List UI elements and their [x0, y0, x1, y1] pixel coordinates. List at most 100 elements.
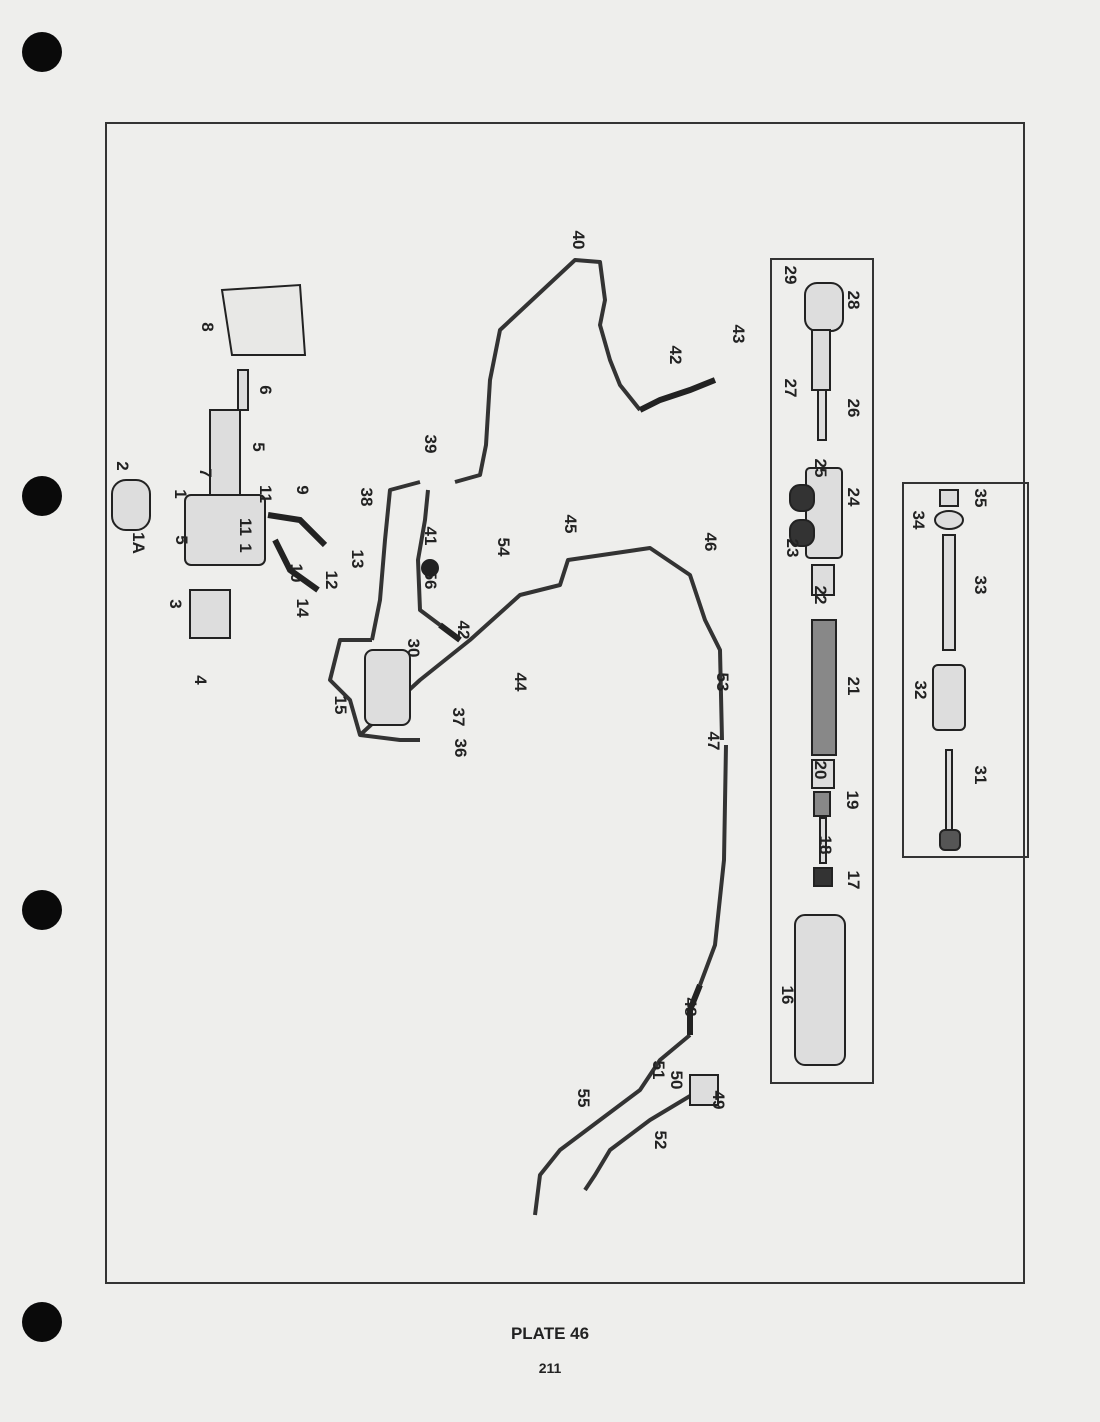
callout-label: 10 [287, 563, 306, 583]
callout-label: 31 [971, 765, 990, 785]
callout-label: 22 [811, 585, 830, 605]
callout-label: 28 [844, 290, 863, 310]
pipe-47 [698, 744, 728, 986]
components [111, 282, 966, 1106]
body-16 [794, 914, 846, 1066]
tee-49 [689, 1074, 719, 1106]
diagram-frame [105, 122, 1025, 1284]
punch-hole [22, 890, 62, 930]
callout-label: 17 [844, 870, 863, 890]
callout-label: 7 [196, 468, 215, 478]
callout-label: 50 [667, 1070, 686, 1090]
callout-label: 30 [404, 638, 423, 658]
callout-label: 15 [331, 695, 350, 715]
pipe-52 [583, 1088, 702, 1192]
callout-label: 32 [911, 680, 930, 700]
callout-label: 43 [729, 324, 748, 344]
callout-label: 42 [454, 620, 473, 640]
flexible-hoses [267, 377, 717, 1035]
callout-label: 21 [844, 676, 863, 696]
callout-label: 46 [701, 532, 720, 552]
page-number: 211 [538, 1360, 562, 1376]
callout-label: 14 [293, 598, 312, 618]
callout-label: 23 [783, 538, 802, 558]
panel-8 [220, 283, 307, 356]
pipe-51 [533, 1033, 692, 1216]
spring-19 [813, 791, 831, 817]
callout-label: 20 [811, 760, 830, 780]
callout-label: 53 [713, 672, 732, 692]
hose-10 [272, 538, 320, 593]
callout-label: 2 [113, 461, 132, 471]
callout-label: 27 [781, 378, 800, 398]
callout-label: 48 [681, 997, 700, 1017]
callout-label: 44 [511, 672, 530, 692]
callout-label: 1 [236, 543, 255, 553]
callout-label: 29 [781, 265, 800, 285]
nut-35 [939, 489, 959, 507]
callout-label: 56 [421, 570, 440, 590]
washer-34 [934, 510, 964, 530]
callout-label: 1 [171, 489, 190, 499]
bolt-33 [942, 534, 956, 651]
hose-48 [687, 983, 703, 1035]
callout-label: 11 [236, 518, 255, 536]
punch-hole [22, 32, 62, 72]
callout-label: 5 [172, 535, 191, 545]
hose-9 [267, 512, 328, 548]
hose-42b [438, 622, 462, 643]
seal-17 [813, 867, 833, 887]
callout-label: 9 [293, 485, 312, 495]
seal-25 [789, 484, 815, 512]
callout-label: 5 [249, 442, 268, 452]
callout-label: 41 [421, 526, 440, 546]
callout-label: 11 [256, 485, 275, 503]
callout-label: 18 [816, 835, 835, 855]
callout-label: 51 [649, 1060, 668, 1080]
callout-label: 3 [166, 599, 185, 609]
callout-label: 54 [494, 537, 513, 557]
master-cylinder-inset [770, 258, 874, 1084]
callout-label: 45 [561, 514, 580, 534]
callout-label: 8 [198, 322, 217, 332]
hose-42 [638, 377, 717, 413]
plate-title: PLATE 46 [510, 1324, 590, 1343]
cap-28 [804, 282, 844, 332]
callout-label: 38 [357, 487, 376, 507]
seal-23 [789, 519, 815, 547]
pin-6 [237, 369, 249, 411]
punch-hole [22, 476, 62, 516]
pipe-40 [454, 258, 642, 484]
clevis-27 [811, 329, 831, 391]
callout-label: 6 [256, 385, 275, 395]
valve-30 [364, 649, 411, 726]
callout-label: 1A [129, 532, 148, 554]
bush-32 [932, 664, 966, 731]
callout-label: 35 [971, 488, 990, 508]
callout-label: 55 [574, 1088, 593, 1108]
callout-label: 40 [569, 230, 588, 250]
bracket-5 [209, 409, 241, 496]
callout-label: 19 [843, 790, 862, 810]
pipe-41 [416, 489, 442, 627]
callout-label: 4 [191, 675, 210, 685]
spring-21 [811, 619, 837, 756]
piston-24 [805, 467, 843, 559]
callout-label: 16 [778, 985, 797, 1005]
boot-31 [939, 829, 961, 851]
pipe-loop-15 [328, 638, 420, 742]
callout-label: 33 [971, 575, 990, 595]
callout-label: 39 [421, 434, 440, 454]
pipe-38 [370, 480, 421, 641]
callout-label: 49 [709, 1090, 728, 1110]
callout-label: 24 [844, 487, 863, 507]
callout-label: 25 [811, 458, 830, 478]
callout-label: 13 [348, 549, 367, 569]
clip-56 [421, 559, 439, 577]
callout-label: 36 [451, 738, 470, 758]
callout-label: 34 [909, 510, 928, 530]
callout-label: 37 [449, 707, 468, 727]
cup-22 [811, 564, 835, 596]
